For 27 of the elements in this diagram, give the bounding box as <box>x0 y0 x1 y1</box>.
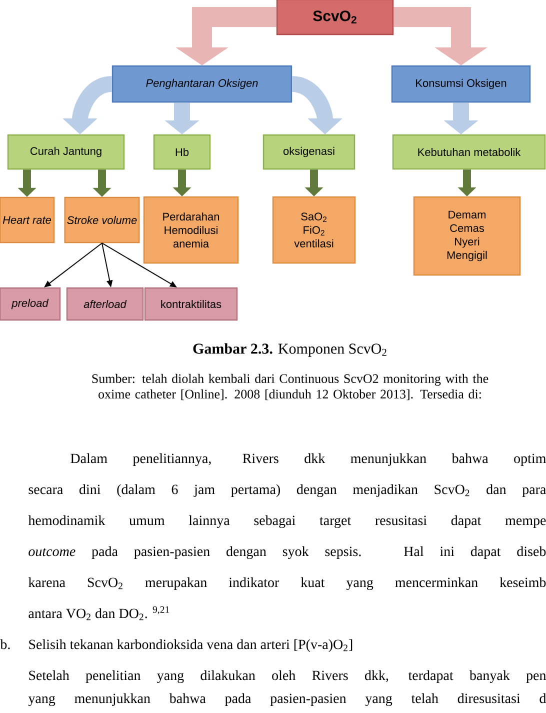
title-box: ScvO$_{2}$ <box>276 0 394 36</box>
sub-item-box: afterload <box>66 287 144 321</box>
sub-item-box: preload <box>0 287 61 321</box>
item-box: Demam Cemas Nyeri Mengigil <box>413 196 521 276</box>
factor-box: oksigenasi <box>262 134 356 170</box>
paragraph-line: secara dini (dalam 6 jam pertama) dengan menjadikan ScvO$_{2}$ dan para <box>28 484 546 498</box>
item-box: Perdarahan Hemodilusi anemia <box>143 196 239 264</box>
item-box: Heart rate <box>0 196 55 244</box>
item-box: SaO$_{2}$ FiO$_{2}$ ventilasi <box>272 196 356 264</box>
list-heading: Selisih tekanan karbondioksida vena dan arteri [P(v-a)O$_{2}$] <box>29 639 352 652</box>
factor-box: Hb <box>153 134 211 170</box>
paragraph-line: antara VO$_{2}$ dan DO$_{2}$. $^{9,21}$ <box>28 606 170 620</box>
paragraph-line: yang menunjukkan bahwa pada pasien-pasien yang telah diresusitasi d <box>28 693 546 706</box>
paragraph-line: Dalam penelitiannya, Rivers dkk menunjukkan bahwa optim <box>70 453 546 466</box>
sub-item-box: kontraktilitas <box>144 287 238 321</box>
list-marker: b. <box>0 639 10 650</box>
category-box: Konsumsi Oksigen <box>391 65 531 103</box>
factor-box: Kebutuhan metabolik <box>392 134 546 170</box>
category-box: Penghantaran Oksigen <box>112 65 292 103</box>
source-note: Sumber: telah diolah kembali dari Continuous ScvO2 monitoring with the oxime catheter [Online]. 2008 [diunduh 12 Oktober 2013]. Tersedia di: <box>92 374 488 400</box>
item-box: Stroke volume <box>64 196 140 244</box>
paragraph-line: Setelah penelitian yang dilakukan oleh Rivers dkk, terdapat banyak pen <box>29 670 546 684</box>
paragraph-line: hemodinamik umum lainnya sebagai target resusitasi dapat mempe <box>28 515 546 528</box>
factor-box: Curah Jantung <box>7 134 125 170</box>
paragraph-line: karena ScvO$_{2}$ merupakan indikator kuat yang mencerminkan keseimb <box>28 577 546 590</box>
figure-caption: Gambar 2.3. Komponen ScvO$_{2}$ <box>193 343 386 357</box>
paragraph-line: outcome pada pasien-pasien dengan syok sepsis. Hal ini dapat diseb <box>28 546 546 560</box>
